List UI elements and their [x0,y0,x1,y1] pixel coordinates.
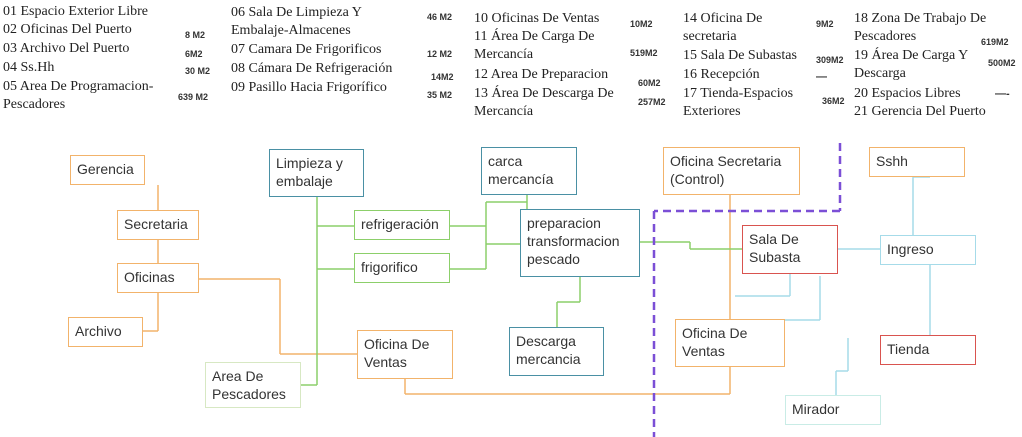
legend-name: 07 Camara De Frigorificos [231,42,382,57]
node-carca-mercancia[interactable]: carca mercancía [481,147,577,195]
legend-area: 14M2 [431,72,454,82]
legend-area: 619M2 [981,37,1009,47]
legend-item: 21 Gerencia Del Puerto [854,103,1022,121]
legend-area: 309M2 [816,55,844,65]
legend-area: —- [995,88,1010,100]
legend-name: 17 Tienda-Espacios Exteriores [683,86,794,119]
legend-name: 19 Área De Carga Y Descarga [854,48,968,81]
legend-item: 01 Espacio Exterior Libre [3,3,233,21]
legend-item: 14 Oficina De secretaria 9M2 [683,10,853,46]
legend-item: 13 Área De Descarga De Mercancía 257M2 [474,85,674,121]
legend-area: 30 M2 [185,66,211,76]
node-secretaria[interactable]: Secretaria [117,210,199,240]
legend-name: 18 Zona De Trabajo De Pescadores [854,11,987,44]
node-preparacion[interactable]: preparacion transformacion pescado [520,209,640,277]
legend-item: 18 Zona De Trabajo De Pescadores 619M2 [854,10,1022,47]
legend-name: 12 Area De Preparacion [474,67,609,82]
node-gerencia[interactable]: Gerencia [70,155,145,185]
node-sshh[interactable]: Sshh [869,147,965,177]
legend-name: 03 Archivo Del Puerto [3,41,130,56]
legend-item: 17 Tienda-Espacios Exteriores 36M2 [683,85,853,121]
legend-area: 12 M2 [427,49,453,59]
legend-item: 12 Area De Preparacion 60M2 [474,66,674,88]
legend-name: 14 Oficina De secretaria [683,11,763,44]
node-oficina-ventas-2[interactable]: Oficina De Ventas [675,319,785,367]
node-refrigeracion[interactable]: refrigeración [354,210,450,240]
orange-connectors [125,185,731,395]
legend-name: 10 Oficinas De Ventas [474,11,600,26]
legend-name: 20 Espacios Libres [854,86,961,101]
legend-area: 639 M2 [178,92,209,102]
green-connectors [301,195,742,386]
node-tienda[interactable]: Tienda [880,335,976,365]
legend-item: 03 Archivo Del Puerto 6M2 [3,40,233,59]
legend-name: 02 Oficinas Del Puerto [3,22,132,37]
legend-area: 9M2 [816,19,834,29]
legend-item: 15 Sala De Subastas 309M2 [683,47,853,65]
legend-name: 15 Sala De Subastas [683,48,797,63]
node-oficinas[interactable]: Oficinas [117,263,199,293]
legend-item: 02 Oficinas Del Puerto 8 M2 [3,21,233,40]
legend-area: 46 M2 [427,12,453,22]
node-oficina-secretaria[interactable]: Oficina Secretaria (Control) [663,147,800,195]
legend-area: 36M2 [822,96,845,106]
legend-item: 19 Área De Carga Y Descarga 500M2 [854,47,1022,83]
legend-area: 257M2 [638,97,666,107]
legend-name: 13 Área De Descarga De Mercancía [474,86,614,119]
legend-area: 60M2 [638,78,661,88]
legend-item: 09 Pasillo Hacia Frigorífico 35 M2 [231,79,461,100]
lightblue-connectors [735,176,931,395]
legend-area: 519M2 [630,48,658,58]
node-oficina-ventas-1[interactable]: Oficina De Ventas [357,330,453,379]
legend-item: 20 Espacios Libres —- [854,85,1022,103]
legend-item: 10 Oficinas De Ventas 10M2 [474,10,674,29]
legend-area: 6M2 [185,49,203,59]
legend-name: 08 Cámara De Refrigeración [231,61,393,76]
legend-name: 01 Espacio Exterior Libre [3,4,149,19]
legend-item: 11 Área De Carga De Mercancía 519M2 [474,28,674,64]
legend-area: 8 M2 [185,30,206,40]
legend-name: 09 Pasillo Hacia Frigorífico [231,80,387,95]
node-descarga-mercancia[interactable]: Descarga mercancia [509,327,604,376]
node-archivo[interactable]: Archivo [68,317,143,347]
legend-area: — [816,71,827,83]
legend-name: 21 Gerencia Del Puerto [854,104,986,119]
node-mirador[interactable]: Mirador [785,395,881,425]
legend-item: 16 Recepción — [683,66,853,84]
legend-name: 06 Sala De Limpieza Y Embalaje-Almacenes [231,5,362,38]
node-area-pescadores[interactable]: Area De Pescadores [205,362,301,408]
legend-name: 16 Recepción [683,67,760,82]
node-ingreso[interactable]: Ingreso [880,235,976,265]
legend-area: 10M2 [630,19,653,29]
legend-item: 06 Sala De Limpieza Y Embalaje-Almacenes… [231,4,461,40]
node-sala-subasta[interactable]: Sala De Subasta [742,225,838,274]
legend-item: 05 Area De Programacion-Pescadores 639 M… [3,78,233,114]
legend-area: 500M2 [988,58,1016,68]
node-limpieza-embalaje[interactable]: Limpieza y embalaje [269,149,364,197]
boundary-dashed-line [652,143,842,437]
legend-area: 35 M2 [427,90,453,100]
node-frigorifico[interactable]: frigorifico [354,253,450,283]
legend-item: 04 Ss.Hh 30 M2 [3,59,233,77]
legend-name: 11 Área De Carga De Mercancía [474,29,595,62]
legend-name: 04 Ss.Hh [3,60,55,75]
legend-name: 05 Area De Programacion-Pescadores [3,79,154,112]
legend-item: 08 Cámara De Refrigeración 14M2 [231,60,461,82]
legend-item: 07 Camara De Frigorificos 12 M2 [231,41,461,59]
